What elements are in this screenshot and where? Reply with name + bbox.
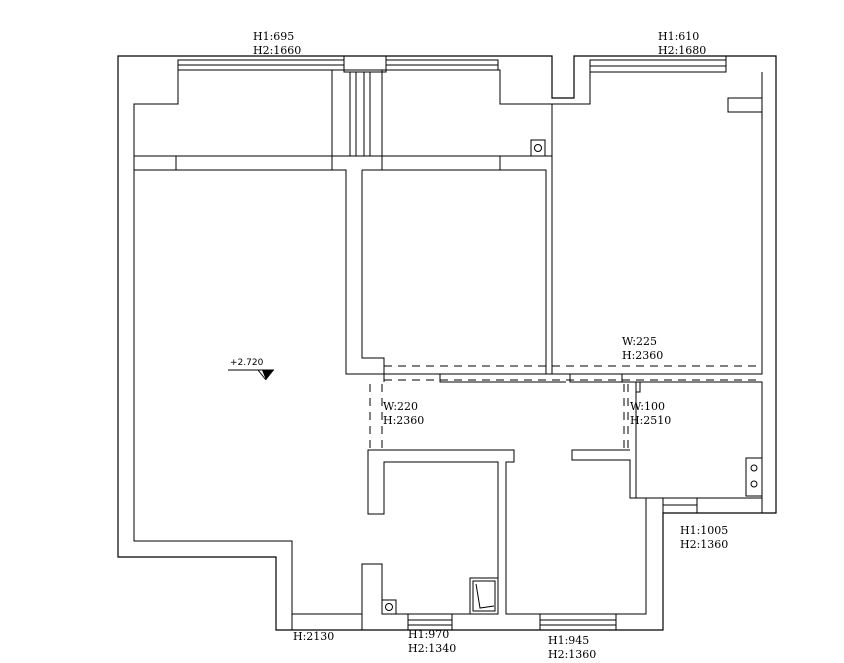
label-opening-left-w: W:220 — [383, 400, 419, 413]
label-win-top-left-h2: H2:1660 — [253, 44, 302, 57]
balcony-posts — [175, 70, 501, 170]
opening-dash-mid — [623, 384, 629, 448]
window-right-lower — [662, 497, 698, 514]
label-win-top-right-h2: H2:1680 — [658, 44, 707, 57]
label-opening-mid-w: W:100 — [630, 400, 666, 413]
label-win-bottom-left-h: H:2130 — [293, 630, 335, 643]
label-win-right-lower-h2: H2:1360 — [680, 538, 729, 551]
drain-icon-2 — [750, 480, 758, 488]
window-bottom-mid — [407, 613, 453, 631]
elevation-marker-icon — [228, 369, 274, 381]
label-opening-mid-h: H:2510 — [630, 414, 672, 427]
right-bedroom — [551, 56, 763, 375]
outer-wall — [117, 55, 777, 631]
bath-fixture — [745, 457, 763, 497]
opening-dash-left — [369, 384, 383, 448]
middle-bedroom — [361, 169, 566, 383]
label-win-top-left-h1: H1:695 — [253, 30, 295, 43]
label-win-bottom-mid-h1: H1:970 — [408, 628, 450, 641]
inner-wall-left-room — [133, 170, 647, 615]
label-win-bottom-mid-h2: H2:1340 — [408, 642, 457, 655]
label-win-bottom-right-h1: H1:945 — [548, 634, 590, 647]
drain-icon-4 — [534, 144, 542, 152]
drain-icon-3 — [385, 603, 393, 611]
label-opening-right-w: W:225 — [622, 335, 658, 348]
elevation-label: +2.720 — [230, 358, 264, 368]
label-opening-left-h: H:2360 — [383, 414, 425, 427]
window-top-left — [177, 55, 499, 73]
toilet-icon — [469, 577, 499, 615]
lower-right-room — [569, 374, 763, 499]
label-win-top-right-h1: H1:610 — [658, 30, 700, 43]
drain-box-2 — [530, 139, 546, 157]
label-opening-right-h: H:2360 — [622, 349, 664, 362]
balcony-column — [349, 71, 371, 157]
right-room-nib — [727, 97, 762, 113]
label-win-bottom-right-h2: H2:1360 — [548, 648, 597, 661]
inner-wall-outline — [133, 69, 553, 375]
window-bottom-left — [291, 613, 363, 631]
window-top-right — [589, 59, 727, 73]
drain-box — [381, 599, 397, 615]
drain-icon — [750, 464, 758, 472]
window-bottom-right — [539, 613, 617, 631]
opening-dash-top — [384, 365, 760, 381]
label-win-right-lower-h1: H1:1005 — [680, 524, 729, 537]
